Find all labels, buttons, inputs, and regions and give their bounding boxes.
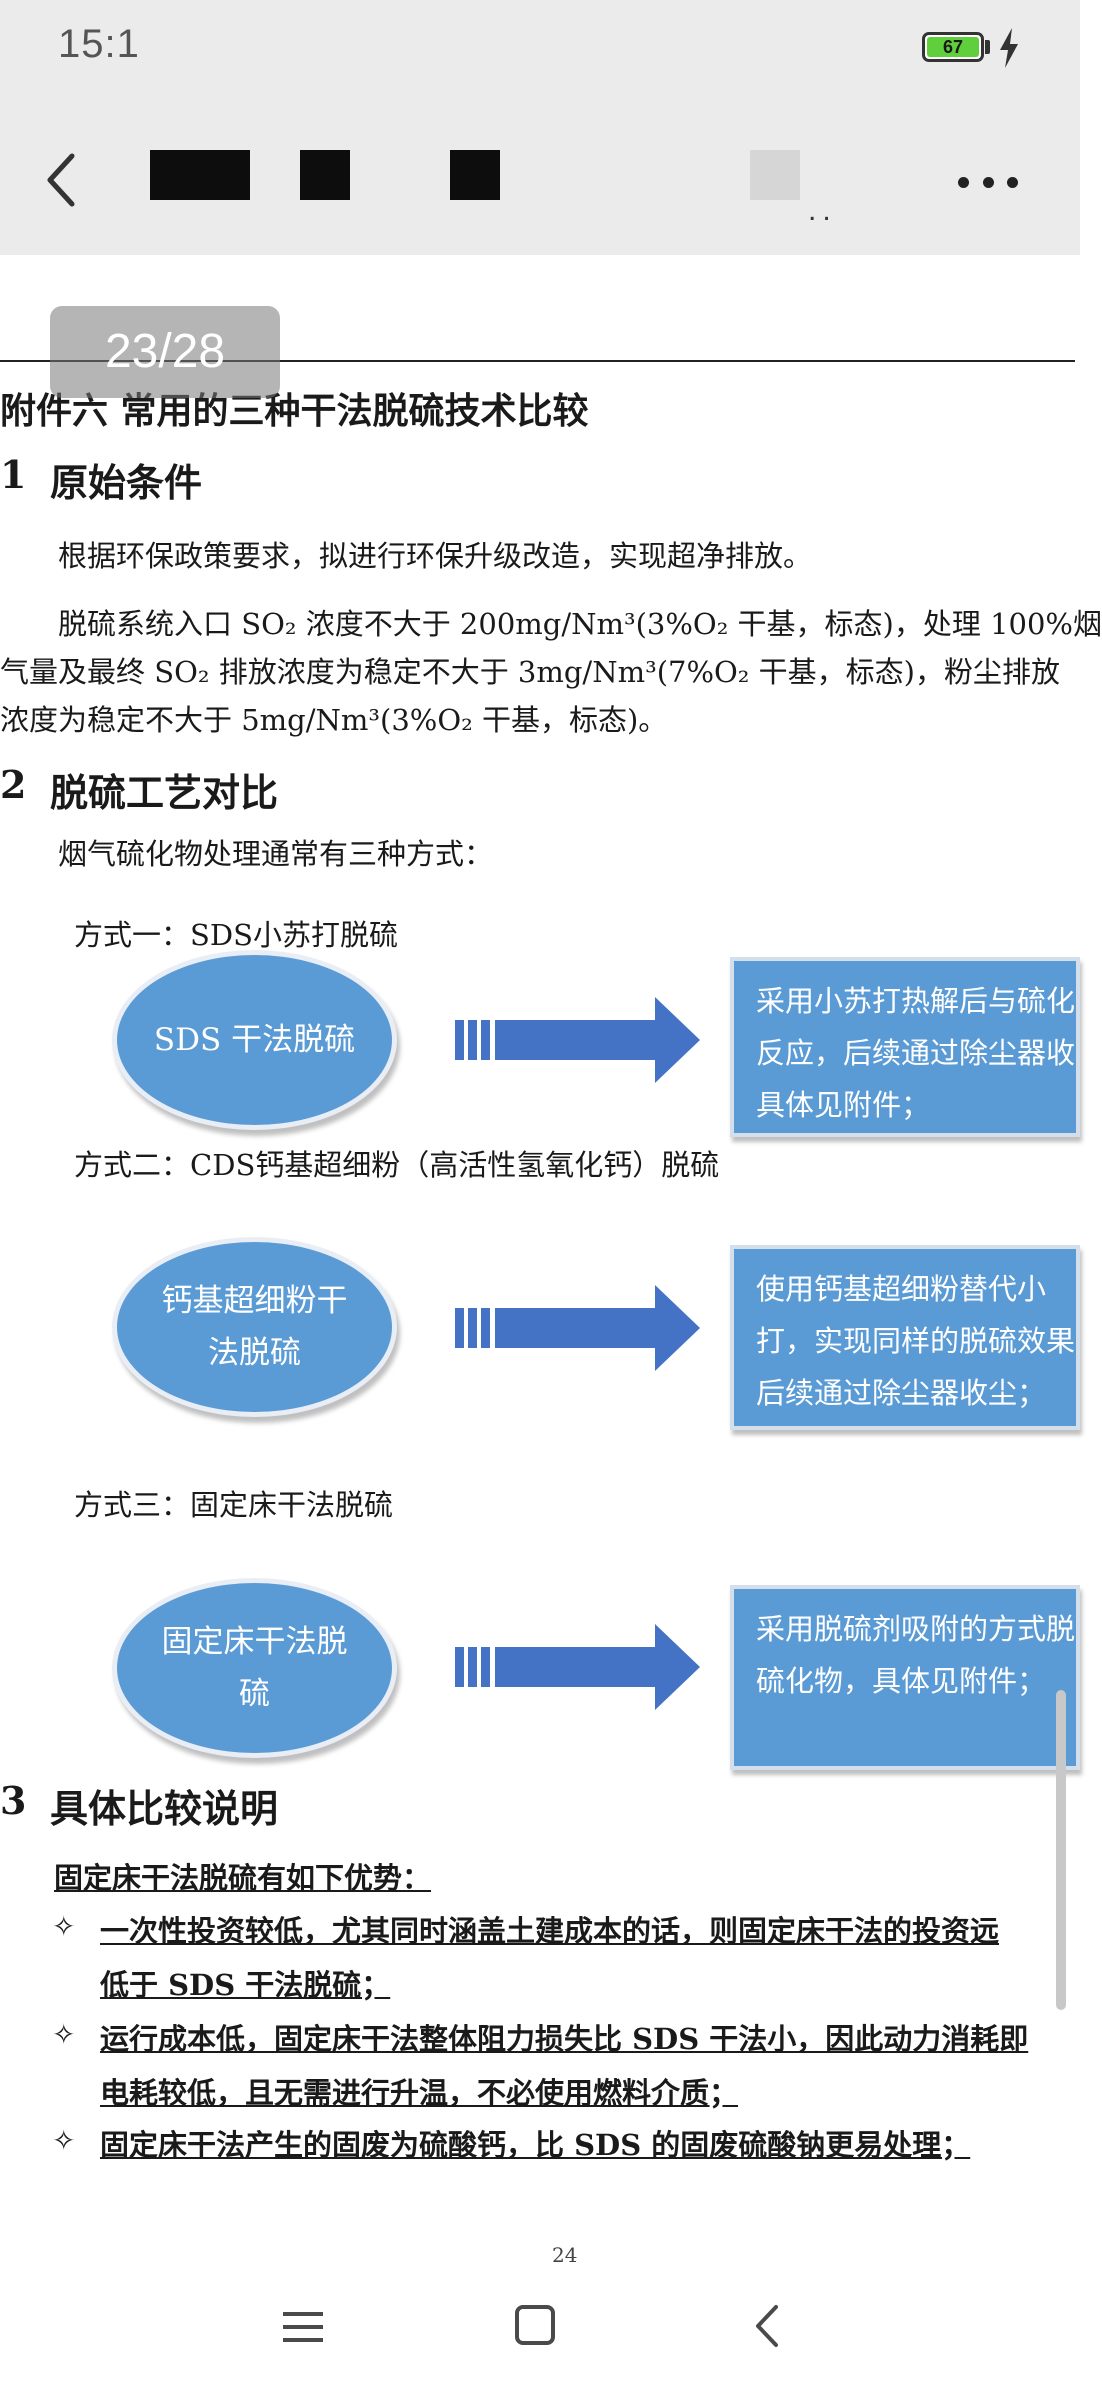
- box-line: 具体见附件；: [756, 1088, 931, 1122]
- advantage-line: 固定床干法产生的固废为硫酸钙，比 SDS 的固废硫酸钠更易处理；: [100, 2128, 971, 2162]
- home-icon[interactable]: [515, 2305, 555, 2345]
- redacted-title-block: [450, 150, 500, 200]
- box-line: 打，实现同样的脱硫效果: [756, 1324, 1076, 1358]
- method-ellipse: SDS 干法脱硫: [112, 950, 397, 1130]
- paragraph-line: 气量及最终 SO₂ 排放浓度为稳定不大于 3mg/Nm³(7%O₂ 干基，标态)…: [0, 655, 1060, 689]
- page-number: 24: [552, 2243, 578, 2267]
- app-top-bar: [0, 0, 1080, 255]
- method-description-box: 采用小苏打热解后与硫化 反应，后续通过除尘器收 具体见附件；: [730, 957, 1080, 1137]
- title-ellipsis: ..: [808, 194, 837, 227]
- box-line: 硫化物，具体见附件；: [756, 1664, 1047, 1698]
- method-description-box: 使用钙基超细粉替代小 打，实现同样的脱硫效果 后续通过除尘器收尘；: [730, 1245, 1080, 1430]
- section-number: 2: [0, 762, 27, 807]
- section-number: 3: [0, 1778, 27, 1823]
- box-line: 后续通过除尘器收尘；: [756, 1376, 1047, 1410]
- block-arrow-icon: [455, 1285, 700, 1371]
- section-title: 原始条件: [50, 460, 203, 505]
- recent-apps-icon[interactable]: [283, 2310, 323, 2344]
- scrollbar-thumb[interactable]: [1056, 1690, 1066, 2010]
- method-label: 方式一：SDS小苏打脱硫: [74, 918, 398, 952]
- method-ellipse: 钙基超细粉干法脱硫: [112, 1237, 397, 1417]
- box-line: 采用脱硫剂吸附的方式脱: [756, 1612, 1076, 1646]
- block-arrow-icon: [455, 1624, 700, 1710]
- method-description-box: 采用脱硫剂吸附的方式脱 硫化物，具体见附件；: [730, 1585, 1080, 1770]
- method-label: 方式三：固定床干法脱硫: [74, 1488, 394, 1522]
- header-rule: [0, 360, 1075, 362]
- bullet-icon: ✧: [52, 1910, 76, 1943]
- method-ellipse: 固定床干法脱硫: [112, 1578, 397, 1758]
- battery-tip: [985, 40, 990, 54]
- status-time: 15:1: [58, 22, 140, 66]
- nav-back-icon[interactable]: [752, 2303, 782, 2349]
- block-arrow-icon: [455, 997, 700, 1083]
- advantage-line: 低于 SDS 干法脱硫；: [100, 1968, 391, 2002]
- redacted-title-block: [300, 150, 350, 200]
- section-number: 1: [0, 452, 27, 497]
- paragraph: 根据环保政策要求，拟进行环保升级改造，实现超净排放。: [58, 539, 813, 573]
- bullet-icon: ✧: [52, 2124, 76, 2157]
- advantage-line: 电耗较低，且无需进行升温，不必使用燃料介质；: [100, 2076, 739, 2110]
- box-line: 采用小苏打热解后与硫化: [756, 984, 1076, 1018]
- section-title: 具体比较说明: [50, 1786, 279, 1831]
- battery-icon: 67: [922, 32, 984, 62]
- redacted-title-block: [150, 150, 250, 200]
- section-title: 脱硫工艺对比: [50, 770, 279, 815]
- paragraph-line: 浓度为稳定不大于 5mg/Nm³(3%O₂ 干基，标态)。: [0, 703, 668, 737]
- paragraph-line: 脱硫系统入口 SO₂ 浓度不大于 200mg/Nm³(3%O₂ 干基，标态)，处…: [58, 607, 1102, 641]
- battery-level: 67: [927, 37, 979, 57]
- paragraph: 烟气硫化物处理通常有三种方式：: [58, 837, 494, 871]
- advantage-line: 运行成本低，固定床干法整体阻力损失比 SDS 干法小，因此动力消耗即: [100, 2022, 1029, 2056]
- box-line: 反应，后续通过除尘器收: [756, 1036, 1076, 1070]
- advantage-line: 一次性投资较低，尤其同时涵盖土建成本的话，则固定床干法的投资远: [100, 1914, 1000, 1948]
- bullet-icon: ✧: [52, 2018, 76, 2051]
- back-arrow-icon[interactable]: [40, 150, 84, 210]
- page-indicator: 23/28: [50, 306, 280, 398]
- more-options-icon[interactable]: [958, 170, 1018, 194]
- box-line: 使用钙基超细粉替代小: [756, 1272, 1047, 1306]
- redacted-title-block: [750, 150, 800, 200]
- advantages-heading: 固定床干法脱硫有如下优势：: [54, 1861, 432, 1895]
- charging-icon: [1000, 28, 1018, 68]
- method-label: 方式二：CDS钙基超细粉（高活性氢氧化钙）脱硫: [74, 1148, 720, 1182]
